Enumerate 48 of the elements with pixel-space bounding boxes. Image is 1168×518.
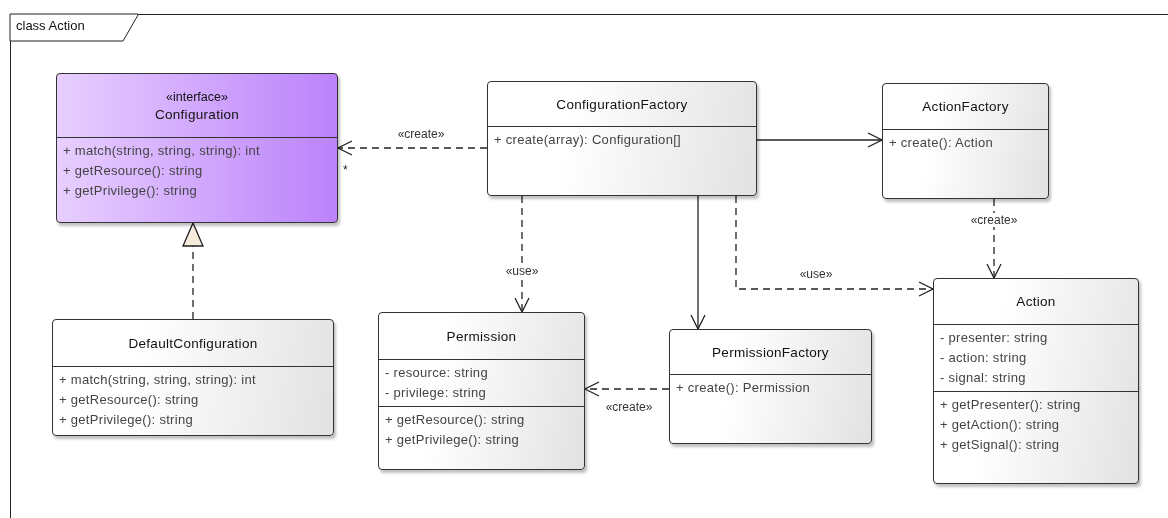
frame-title: class Action [16, 18, 85, 33]
class-box [56, 73, 338, 223]
member-text: + create(array): Configuration[] [494, 131, 682, 149]
arrow [756, 132, 883, 148]
diagram-frame [10, 14, 1168, 518]
member-text: + getPrivilege(): string [59, 411, 194, 429]
class-name: Action [1016, 294, 1056, 309]
class-box [669, 329, 872, 444]
member-text: + getPresenter(): string [940, 396, 1082, 414]
member-text: + getAction(): string [940, 416, 1061, 434]
class-box [52, 319, 334, 436]
member-text: + getPrivilege(): string [385, 431, 520, 449]
arrow [690, 195, 706, 330]
arrow [986, 198, 1002, 279]
class-box [378, 312, 585, 470]
member-text: + getPrivilege(): string [63, 182, 198, 200]
arrow [584, 381, 670, 397]
arrow [337, 140, 488, 156]
edge-label: «create» [603, 400, 655, 414]
member-text: - privilege: string [385, 384, 488, 402]
class-name: Configuration [154, 106, 240, 122]
class-name: DefaultConfiguration [128, 335, 258, 351]
member-text: - action: string [940, 349, 1028, 367]
class-box [487, 81, 757, 196]
class-name: ConfigurationFactory [556, 96, 688, 112]
edge-label: «create» [968, 213, 1020, 227]
multiplicity-label: * [343, 163, 348, 177]
arrow [514, 195, 530, 313]
edge-label: «create» [395, 127, 447, 141]
class-box [882, 83, 1049, 199]
class-name: Permission [446, 328, 517, 344]
class-box [933, 278, 1139, 484]
class-name: ActionFactory [922, 99, 1009, 114]
class-name: PermissionFactory [712, 344, 829, 360]
member-text: - signal: string [940, 369, 1027, 387]
arrow [182, 222, 204, 320]
member-text: + getSignal(): string [940, 436, 1061, 454]
member-text: + getResource(): string [63, 162, 204, 180]
stereotype: «interface» [166, 89, 228, 104]
member-text: + create(): Permission [676, 379, 812, 397]
member-text: + match(string, string, string): int [63, 142, 261, 160]
member-text: + getResource(): string [385, 411, 526, 429]
arrow [735, 195, 934, 297]
member-text: - resource: string [385, 364, 489, 382]
member-text: + create(): Action [889, 134, 995, 152]
member-text: + getResource(): string [59, 391, 200, 409]
member-text: - presenter: string [940, 329, 1049, 347]
member-text: + match(string, string, string): int [59, 371, 257, 389]
